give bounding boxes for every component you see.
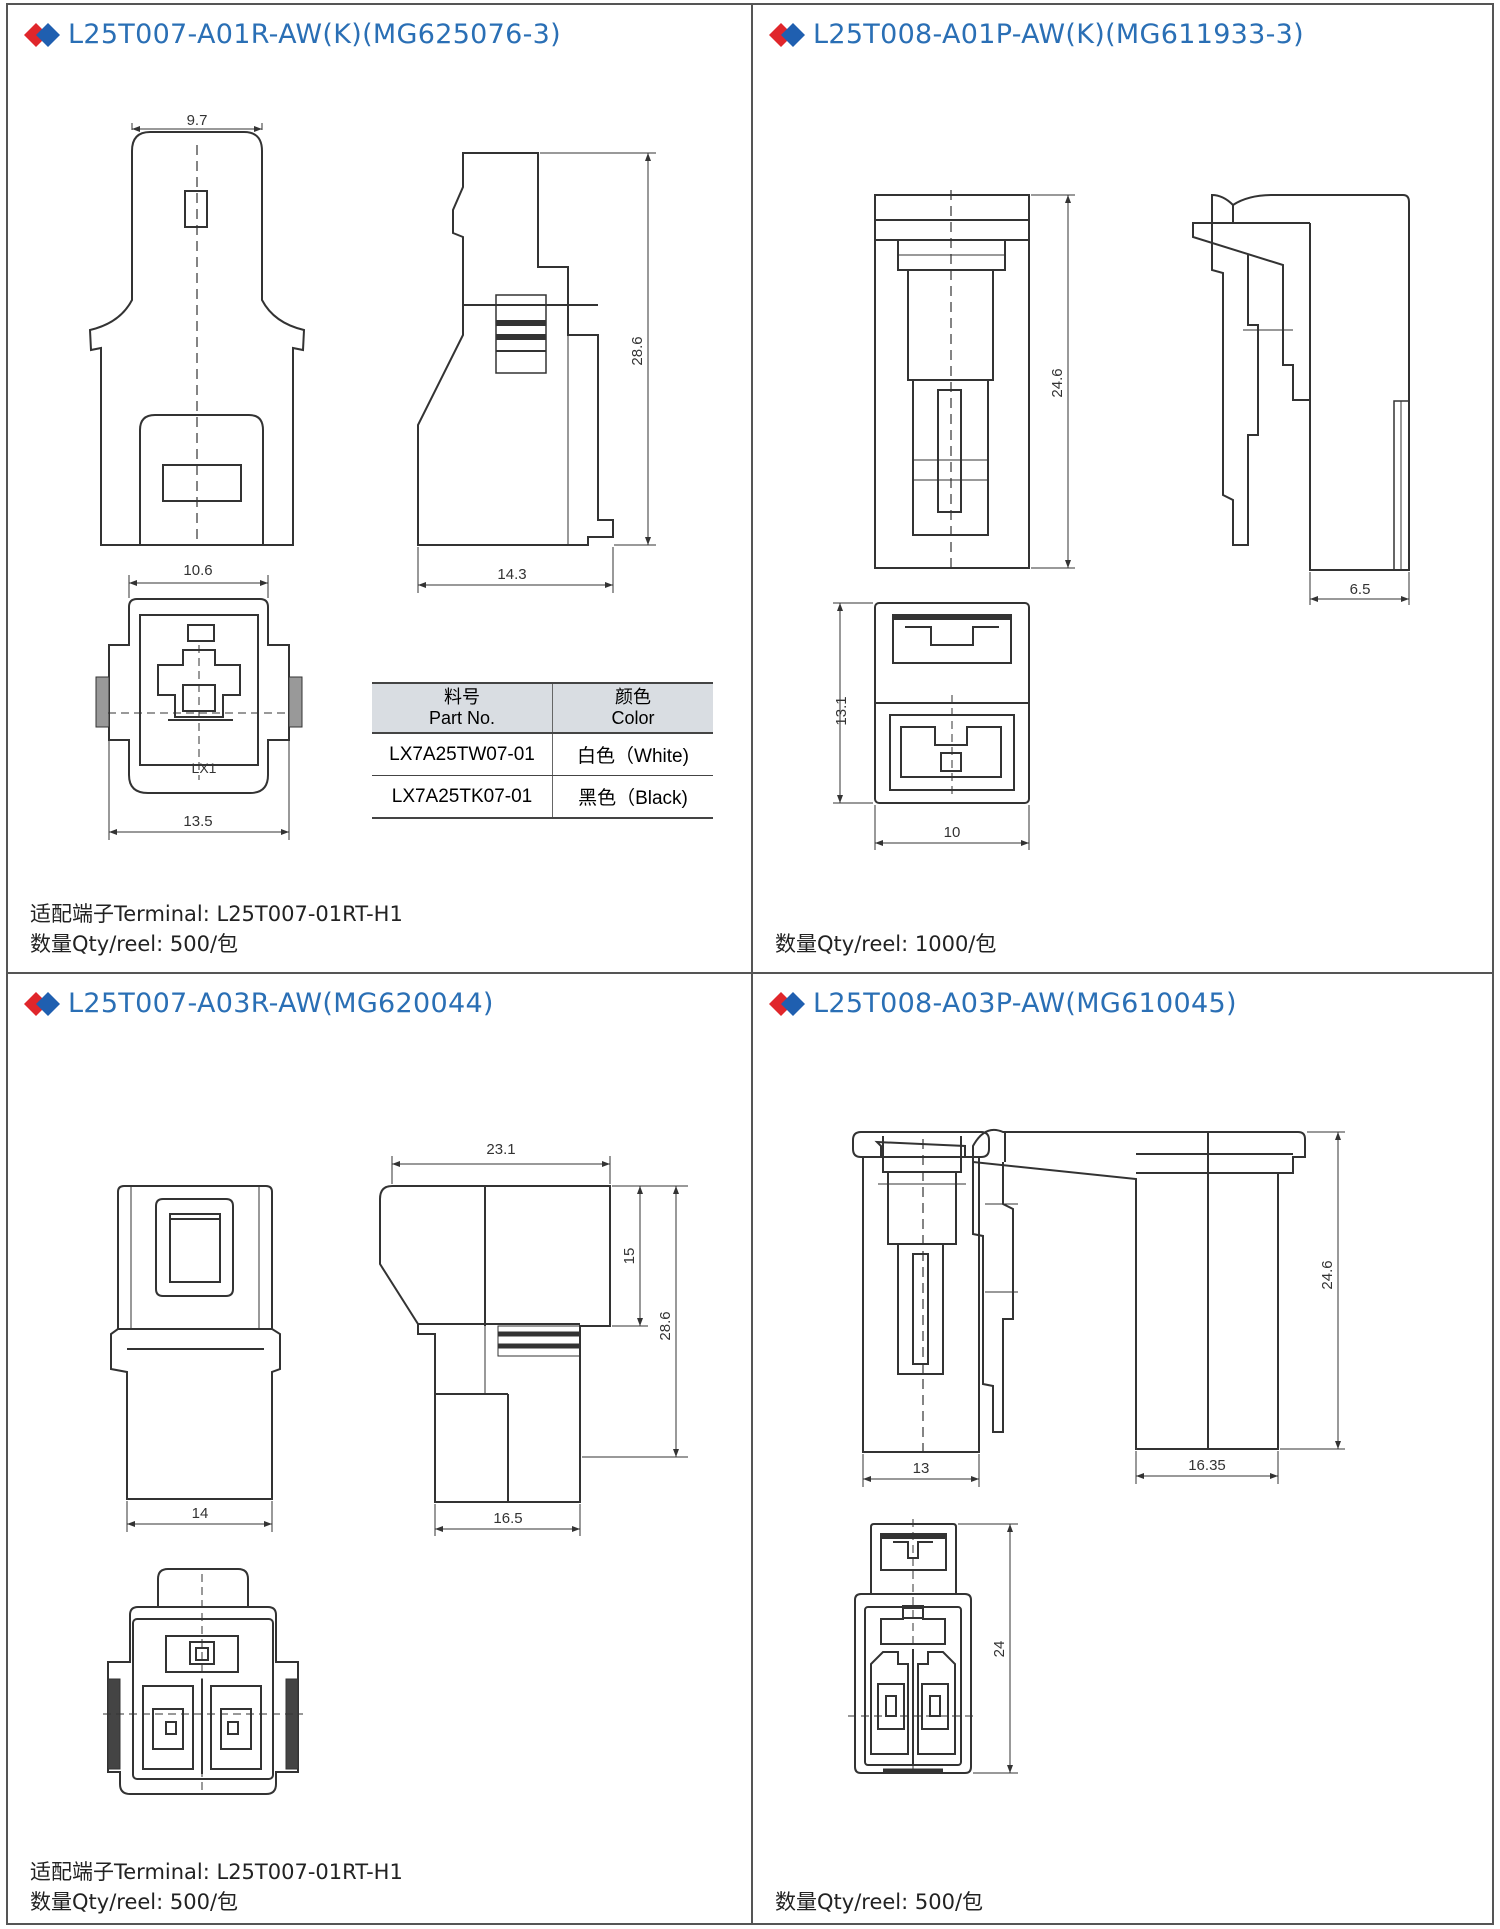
table-cell-part: LX7A25TW07-01 [372, 733, 553, 776]
panel-title: L25T008-A01P-AW(K)(MG611933-3) [769, 19, 1304, 50]
dim-label: 9.7 [187, 112, 208, 129]
panel-bottom-right: L25T008-A03P-AW(MG610045) 13 [753, 974, 1494, 1925]
drawing-top-right: 24.6 6.5 [833, 190, 1410, 850]
dim-label: 24 [991, 1641, 1008, 1658]
dim-label: 24.6 [1049, 368, 1066, 397]
part-title: L25T008-A03P-AW(MG610045) [813, 988, 1237, 1019]
qty-note: 数量Qty/reel: 1000/包 [775, 932, 997, 956]
side-view [1192, 193, 1410, 605]
dim-label: 13.5 [183, 813, 212, 830]
dim-label: 14.3 [497, 566, 526, 583]
drawing-top-left: 9.7 [88, 112, 656, 840]
dim-label: 16.5 [493, 1510, 522, 1527]
table-header-row: 料号 Part No. 颜色 Color [372, 682, 713, 734]
part-title: L25T007-A03R-AW(MG620044) [68, 988, 494, 1019]
front-view [852, 1131, 990, 1487]
part-color-table: 料号 Part No. 颜色 Color LX7A25TW07-01 白色（Wh… [372, 682, 713, 819]
panel-title: L25T008-A03P-AW(MG610045) [769, 988, 1237, 1019]
header-en: Color [611, 708, 655, 728]
datasheet-sheet: L25T007-A01R-AW(K)(MG625076-3) 9.7 [6, 3, 1494, 1925]
drawing-bottom-right: 13 [848, 1128, 1345, 1774]
dim-label: 6.5 [1350, 581, 1371, 598]
panel-top-left: L25T007-A01R-AW(K)(MG625076-3) 9.7 [8, 5, 751, 972]
panel-bottom-left: L25T007-A03R-AW(MG620044) 14 [8, 974, 751, 1925]
front-view [88, 123, 306, 546]
dim-label: 10 [944, 824, 961, 841]
mating-face-view [833, 602, 1030, 850]
table-header-color: 颜色 Color [552, 682, 713, 734]
dim-label: 24.6 [1319, 1260, 1336, 1289]
diamond-bullet-icon [769, 22, 805, 47]
side-view [417, 152, 656, 593]
header-en: Part No. [428, 708, 496, 728]
table-row: LX7A25TK07-01 黑色（Black) [372, 775, 713, 819]
dim-label: 23.1 [486, 1141, 515, 1158]
dim-label: 13 [913, 1460, 930, 1477]
dim-label: 15 [621, 1248, 638, 1265]
diamond-bullet-icon [769, 991, 805, 1016]
side-view [379, 1156, 688, 1536]
panel-divider-vertical [751, 5, 753, 1923]
dim-label: 13.1 [833, 696, 850, 725]
dim-label: 10.6 [183, 562, 212, 579]
panel-title: L25T007-A01R-AW(K)(MG625076-3) [24, 19, 561, 50]
dim-label: 16.35 [1188, 1457, 1226, 1474]
front-view [874, 190, 1075, 569]
table-row: LX7A25TW07-01 白色（White) [372, 733, 713, 776]
dim-label: 28.6 [629, 336, 646, 365]
table-cell-color: 白色（White) [552, 733, 713, 776]
part-marking: LX1 [192, 760, 217, 776]
table-header-part: 料号 Part No. [372, 682, 553, 734]
part-title: L25T007-A01R-AW(K)(MG625076-3) [68, 19, 561, 50]
table-cell-part: LX7A25TK07-01 [372, 775, 553, 819]
panel-top-right: L25T008-A01P-AW(K)(MG611933-3) [753, 5, 1494, 972]
mating-face-view [95, 575, 303, 840]
side-view [972, 1128, 1345, 1484]
terminal-note: 适配端子Terminal: L25T007-01RT-H1 [30, 902, 403, 926]
dim-label: 14 [192, 1505, 209, 1522]
diamond-bullet-icon [24, 991, 60, 1016]
mating-face-view [103, 1568, 303, 1795]
terminal-note: 适配端子Terminal: L25T007-01RT-H1 [30, 1860, 403, 1884]
part-title: L25T008-A01P-AW(K)(MG611933-3) [813, 19, 1304, 50]
mating-face-view [848, 1519, 1018, 1774]
diamond-bullet-icon [24, 22, 60, 47]
qty-note: 数量Qty/reel: 500/包 [30, 1890, 239, 1914]
header-cn: 颜色 [615, 687, 651, 707]
panel-divider-horizontal [8, 972, 1492, 974]
panel-title: L25T007-A03R-AW(MG620044) [24, 988, 494, 1019]
header-cn: 料号 [444, 687, 480, 707]
front-view [110, 1185, 281, 1532]
table-cell-color: 黑色（Black) [552, 775, 713, 819]
dim-label: 28.6 [657, 1311, 674, 1340]
drawing-bottom-left: 14 [103, 1141, 688, 1795]
qty-note: 数量Qty/reel: 500/包 [30, 932, 239, 956]
qty-note: 数量Qty/reel: 500/包 [775, 1890, 984, 1914]
